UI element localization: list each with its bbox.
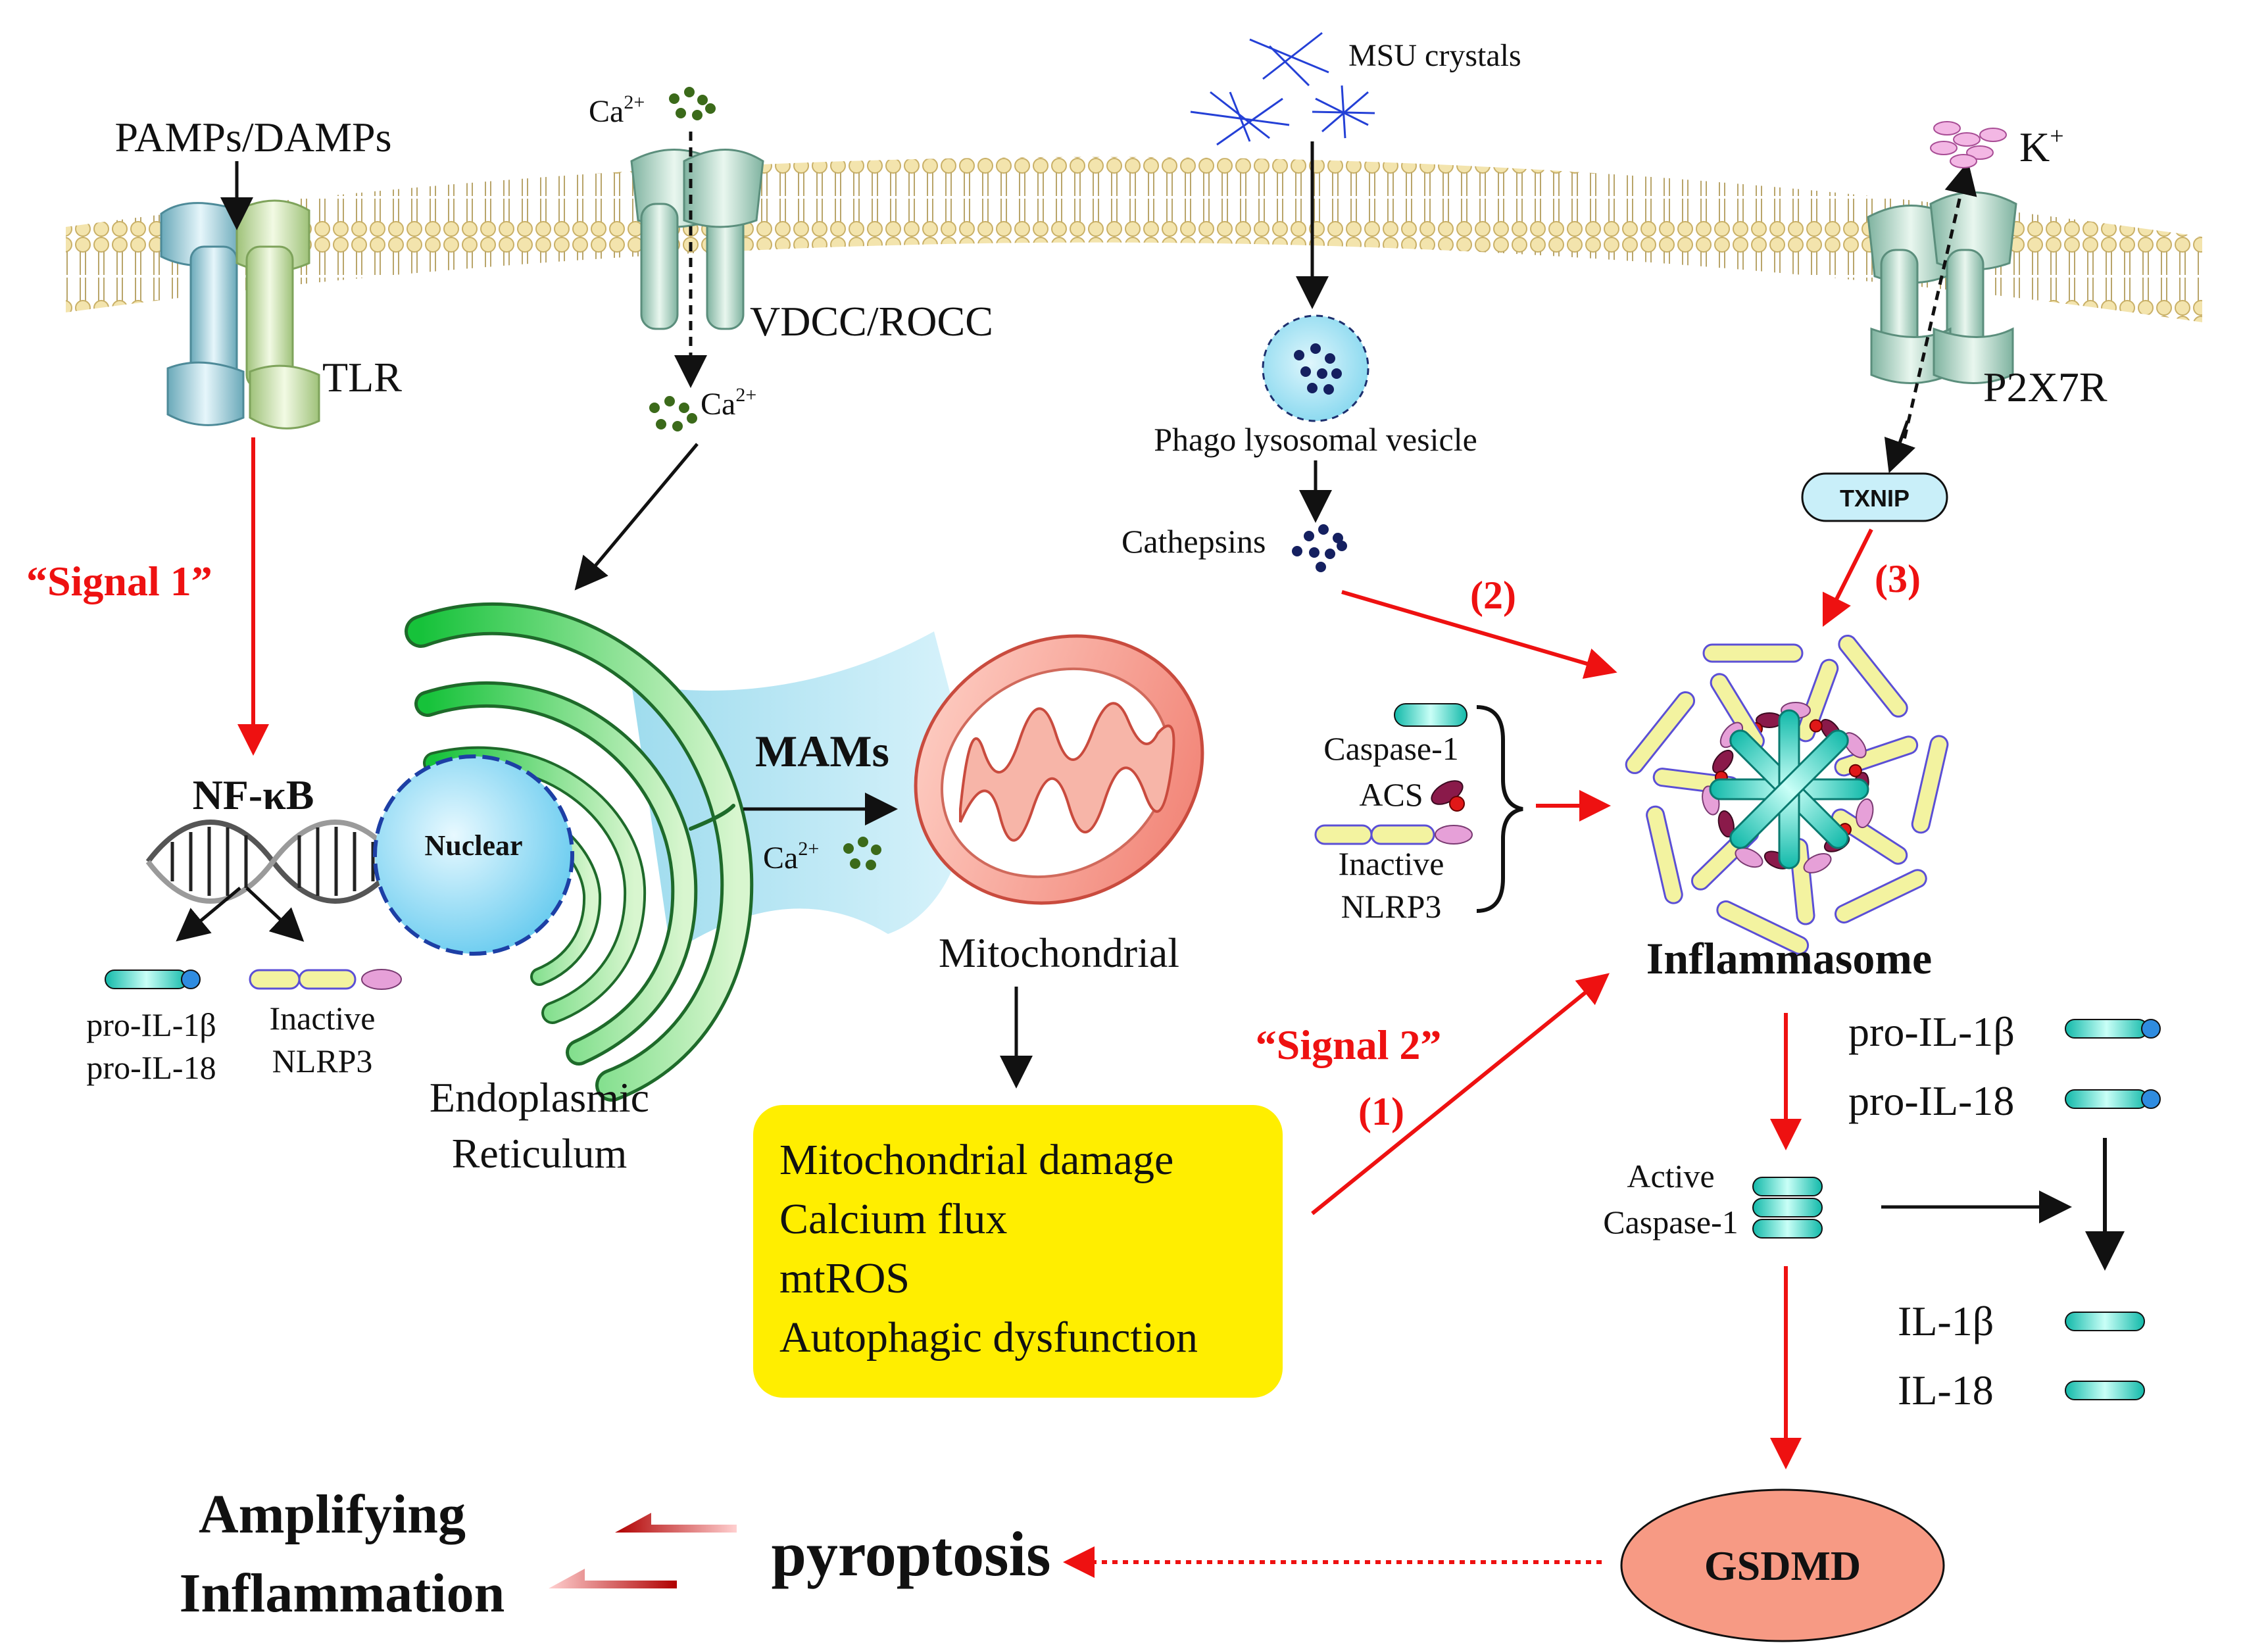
nfkb-split-arrow-left (176, 887, 241, 942)
phagolysosome-icon (1262, 314, 1369, 422)
mams-label: MAMs (755, 726, 889, 776)
mams-band (631, 631, 974, 954)
tlr-label: TLR (322, 354, 402, 401)
p2x7r-label: P2X7R (1983, 364, 2108, 410)
box-line-2: Calcium flux (779, 1195, 1007, 1243)
inflammation-label: Inflammation (180, 1563, 505, 1624)
nlrp3-left-label: NLRP3 (272, 1043, 373, 1079)
ca-dots-mid (649, 396, 697, 431)
num2-label: (2) (1470, 574, 1516, 617)
ca-mams-label: Ca2+ (763, 838, 819, 875)
k-label: K+ (2019, 122, 2064, 170)
active-caspase-icon (1752, 1177, 1823, 1239)
signal1-label: “Signal 1” (26, 558, 212, 604)
il1b-label: IL-1β (1898, 1298, 1994, 1344)
k-ion-dots (1930, 121, 2007, 168)
mitochondrial-label: Mitochondrial (939, 929, 1179, 976)
acs-component-icon (1431, 780, 1465, 812)
nlrp3-component-icon (1314, 824, 1473, 845)
gsdmd-label: GSDMD (1704, 1542, 1861, 1589)
cathepsins-label: Cathepsins (1122, 523, 1266, 560)
signal2-arrow (1311, 973, 1610, 1215)
pro-il1b-right-label: pro-IL-1β (1848, 1008, 2015, 1055)
nuclear-label: Nuclear (424, 829, 522, 862)
p2x7r-to-txnip-arrow (1884, 420, 1915, 474)
cell-membrane (66, 157, 2202, 322)
pro-il18-left-label: pro-IL-18 (86, 1049, 216, 1086)
ca-to-er-arrow (574, 443, 699, 591)
pro-il1b-icon-left (105, 970, 201, 989)
active-caspase-label: Caspase-1 (1603, 1204, 1738, 1240)
il18-label: IL-18 (1898, 1367, 1994, 1413)
receptor-tlr-icon (160, 199, 320, 430)
pro-il18-right-label: pro-IL-18 (1848, 1077, 2014, 1124)
signal2-label: “Signal 2” (1256, 1021, 1442, 1068)
nfkb-label: NF-κB (193, 772, 314, 818)
pro-il1b-left-label: pro-IL-1β (86, 1006, 216, 1043)
inactive-left-label: Inactive (269, 1000, 375, 1037)
ca-dots-mams (843, 837, 881, 870)
amplifying-label: Amplifying (199, 1484, 466, 1545)
ca-top-label: Ca2+ (589, 91, 645, 129)
k-efflux-arrow (1899, 161, 1977, 454)
er-label-line2: Reticulum (452, 1130, 628, 1177)
mitochondrion-icon (914, 634, 1204, 905)
pamps-label: PAMPs/DAMPs (115, 114, 392, 160)
cathepsin-dots (1292, 524, 1347, 572)
pro-il18-icon-right (2065, 1089, 2161, 1109)
gsdmd-oval (1620, 1488, 1945, 1642)
caspase1-component-icon (1394, 703, 1467, 727)
nucleus-icon (373, 754, 574, 956)
er-label-line1: Endoplasmic (430, 1074, 649, 1121)
ca-mid-label: Ca2+ (701, 384, 756, 422)
inflammasome-label: Inflammasome (1646, 933, 1932, 983)
acs-label: ACS (1359, 776, 1423, 813)
box-line-1: Mitochondrial damage (779, 1136, 1173, 1184)
inactive-mid-label: Inactive (1338, 845, 1444, 882)
txnip-pill (1801, 472, 1948, 522)
box-line-4: Autophagic dysfunction (779, 1314, 1198, 1362)
vdcc-label: VDCC/ROCC (750, 298, 993, 345)
cathepsins-arrow (1341, 590, 1617, 679)
pyroptosis-label: pyroptosis (771, 1519, 1050, 1589)
ca-dots-top (669, 87, 716, 120)
txnip-label: TXNIP (1840, 485, 1910, 512)
num1-label: (1) (1358, 1090, 1404, 1133)
txnip-arrow (1822, 528, 1873, 627)
il18-icon (2065, 1381, 2145, 1400)
msu-crystal-icon (1190, 32, 1375, 146)
active-label: Active (1627, 1158, 1714, 1194)
inactive-nlrp3-icon-left (249, 969, 402, 990)
phago-label: Phago lysosomal vesicle (1154, 421, 1477, 458)
inflammasome-complex-icon (1625, 634, 1949, 955)
pro-il1b-icon-right (2065, 1019, 2161, 1039)
components-brace (1476, 705, 1523, 913)
num3-label: (3) (1875, 557, 1921, 601)
channel-p2x7r-icon (1867, 191, 2017, 384)
channel-vdcc-icon (630, 149, 764, 330)
reversible-arrows (549, 1513, 737, 1588)
box-line-3: mtROS (779, 1254, 910, 1302)
msu-label: MSU crystals (1348, 38, 1521, 73)
nlrp3-mid-label: NLRP3 (1341, 888, 1442, 925)
mito-damage-box (753, 1105, 1283, 1398)
il1b-icon (2065, 1312, 2145, 1331)
nfkb-split-arrow-right (245, 887, 305, 942)
caspase1-label: Caspase-1 (1323, 730, 1459, 767)
